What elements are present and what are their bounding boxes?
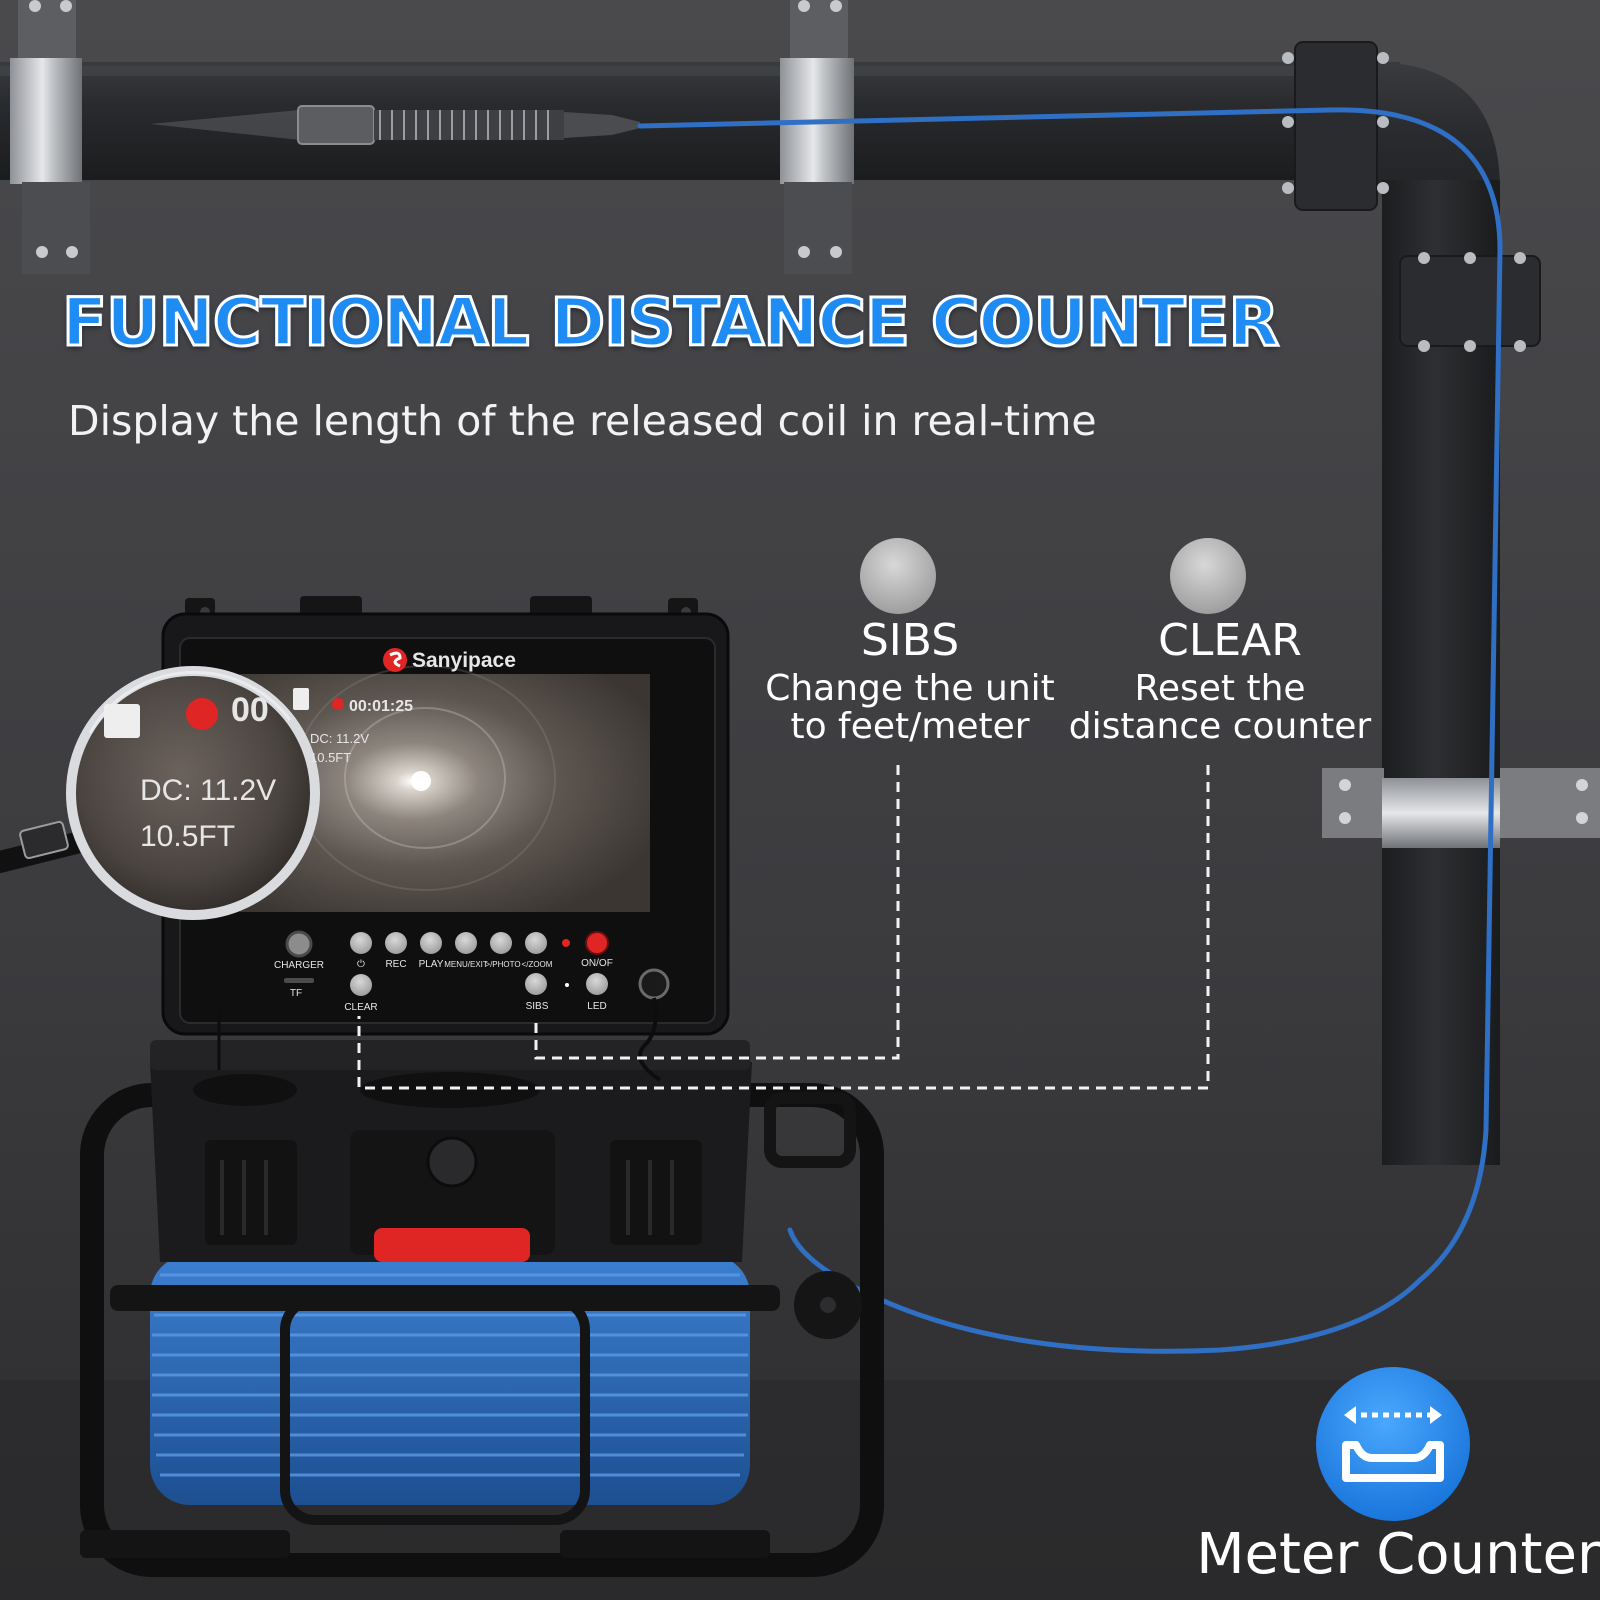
label-tf: TF [290, 988, 302, 999]
label-clear: CLEAR [344, 1002, 377, 1013]
label-play: PLAY [419, 959, 444, 970]
label-zoom: </ZOOM [522, 960, 553, 969]
control-panel [217, 930, 670, 1082]
label-sibs: SIBS [526, 1001, 549, 1012]
case-base [150, 1040, 752, 1262]
sibs-callout-line2: to feet/meter [790, 706, 1030, 747]
meter-counter-label: Meter Counter [1196, 1522, 1600, 1587]
sibs-callout-title: SIBS [860, 615, 960, 666]
camera-probe [150, 105, 640, 145]
meter-counter-icon [1316, 1367, 1470, 1521]
label-led: LED [587, 1001, 606, 1012]
screen-distance: 10.5FT [310, 750, 351, 765]
label-rec: REC [385, 959, 406, 970]
label-charger: CHARGER [274, 960, 324, 971]
monitor [161, 596, 730, 1036]
magnifier-rec-digits: 00 [231, 691, 269, 729]
screen-voltage: DC: 11.2V [310, 731, 369, 746]
sd-card-icon [293, 688, 309, 710]
magnifier-distance: 10.5FT [140, 820, 235, 853]
tf-slot-icon [284, 978, 314, 983]
magnifier-voltage: DC: 11.2V [140, 774, 276, 807]
charger-port-icon [285, 930, 313, 958]
label-menu: MENU/EXIT [444, 960, 488, 969]
screen-timer: 00:01:25 [349, 698, 413, 715]
meter-counter-badge [1316, 1367, 1470, 1521]
clear-callout-line1: Reset the [1134, 668, 1306, 709]
subheadline: Display the length of the released coil … [68, 397, 1097, 445]
pipe-flange [1282, 41, 1541, 352]
magnifier [0, 666, 320, 920]
label-photo: >/PHOTO [485, 960, 520, 969]
sibs-button-illustration [860, 538, 936, 614]
rec-indicator-icon [332, 698, 344, 710]
label-onoff: ON/OF [581, 958, 613, 969]
clear-callout-line2: distance counter [1068, 706, 1372, 747]
brand-name: Sanyipace [412, 649, 516, 672]
callout-connectors [357, 765, 1210, 1090]
clear-callout-title: CLEAR [1158, 615, 1302, 666]
sibs-callout-line1: Change the unit [765, 668, 1055, 709]
headline: FUNCTIONAL DISTANCE COUNTER [61, 283, 1281, 363]
red-latch [374, 1228, 530, 1262]
label-power: ⏻ [357, 959, 365, 970]
clear-button-illustration [1170, 538, 1246, 614]
